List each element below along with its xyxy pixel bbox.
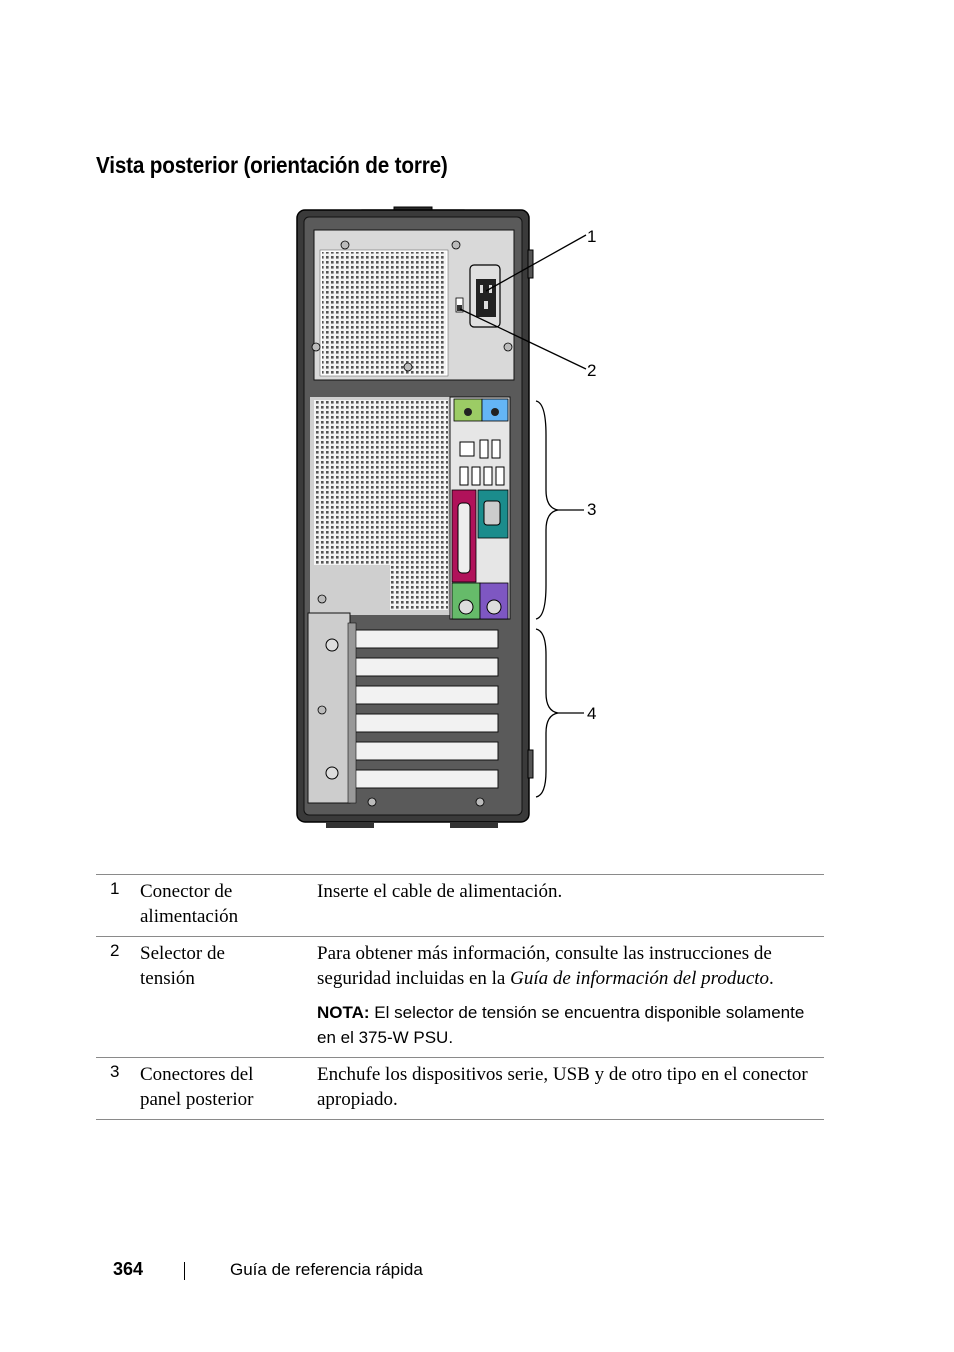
- rear-io-panel: [449, 396, 511, 620]
- row-description: Para obtener más información, consulte l…: [317, 936, 824, 1058]
- desc-text: Para obtener más información, consulte l…: [317, 943, 772, 989]
- item-line: panel posterior: [140, 1089, 254, 1110]
- page-number: 364: [113, 1259, 144, 1279]
- psu-vent-grille: [322, 252, 446, 374]
- callout-4: 4: [587, 704, 597, 723]
- callout-1: 1: [587, 227, 597, 246]
- row-description: Enchufe los dispositivos serie, USB y de…: [317, 1057, 824, 1120]
- expansion-slots: [353, 629, 499, 789]
- row-number: 3: [96, 1057, 140, 1120]
- callout-3: 3: [587, 500, 597, 519]
- table-row: 3 Conectores del panel posterior Enchufe…: [96, 1057, 824, 1120]
- item-line: Selector de: [140, 943, 225, 964]
- callout-leaders: [459, 234, 587, 798]
- desc-italic-title: Guía de información del producto: [510, 968, 770, 989]
- row-item: Conectores del panel posterior: [140, 1057, 317, 1120]
- item-line: Conectores del: [140, 1064, 254, 1085]
- row-description: Inserte el cable de alimentación.: [317, 874, 824, 937]
- row-item: Selector de tensión: [140, 936, 317, 1058]
- voltage-selector-icon: [455, 297, 464, 313]
- power-connector-icon: [469, 264, 501, 328]
- item-line: Conector de: [140, 881, 233, 902]
- item-line: alimentación: [140, 906, 239, 927]
- row-item: Conector de alimentación: [140, 874, 317, 937]
- main-vent-grille: [314, 400, 448, 610]
- row-number: 2: [96, 936, 140, 1058]
- item-line: tensión: [140, 968, 195, 989]
- row-number: 1: [96, 874, 140, 937]
- table-row: 1 Conector de alimentación Inserte el ca…: [96, 874, 824, 937]
- legend-table: 1 Conector de alimentación Inserte el ca…: [96, 874, 824, 1120]
- note-label: NOTA:: [317, 1003, 370, 1022]
- page-title: Vista posterior (orientación de torre): [96, 152, 448, 178]
- note-text: El selector de tensión se encuentra disp…: [317, 1003, 805, 1047]
- desc-text: .: [769, 968, 774, 989]
- computer-rear-view-figure: 1 2 3 4: [290, 205, 620, 830]
- footer-separator: [184, 1262, 185, 1280]
- footer-title: Guía de referencia rápida: [230, 1260, 423, 1279]
- tower-rear-illustration: [296, 206, 587, 828]
- note: NOTA: El selector de tensión se encuentr…: [317, 1000, 824, 1050]
- table-row: 2 Selector de tensión Para obtener más i…: [96, 936, 824, 1058]
- callout-2: 2: [587, 361, 597, 380]
